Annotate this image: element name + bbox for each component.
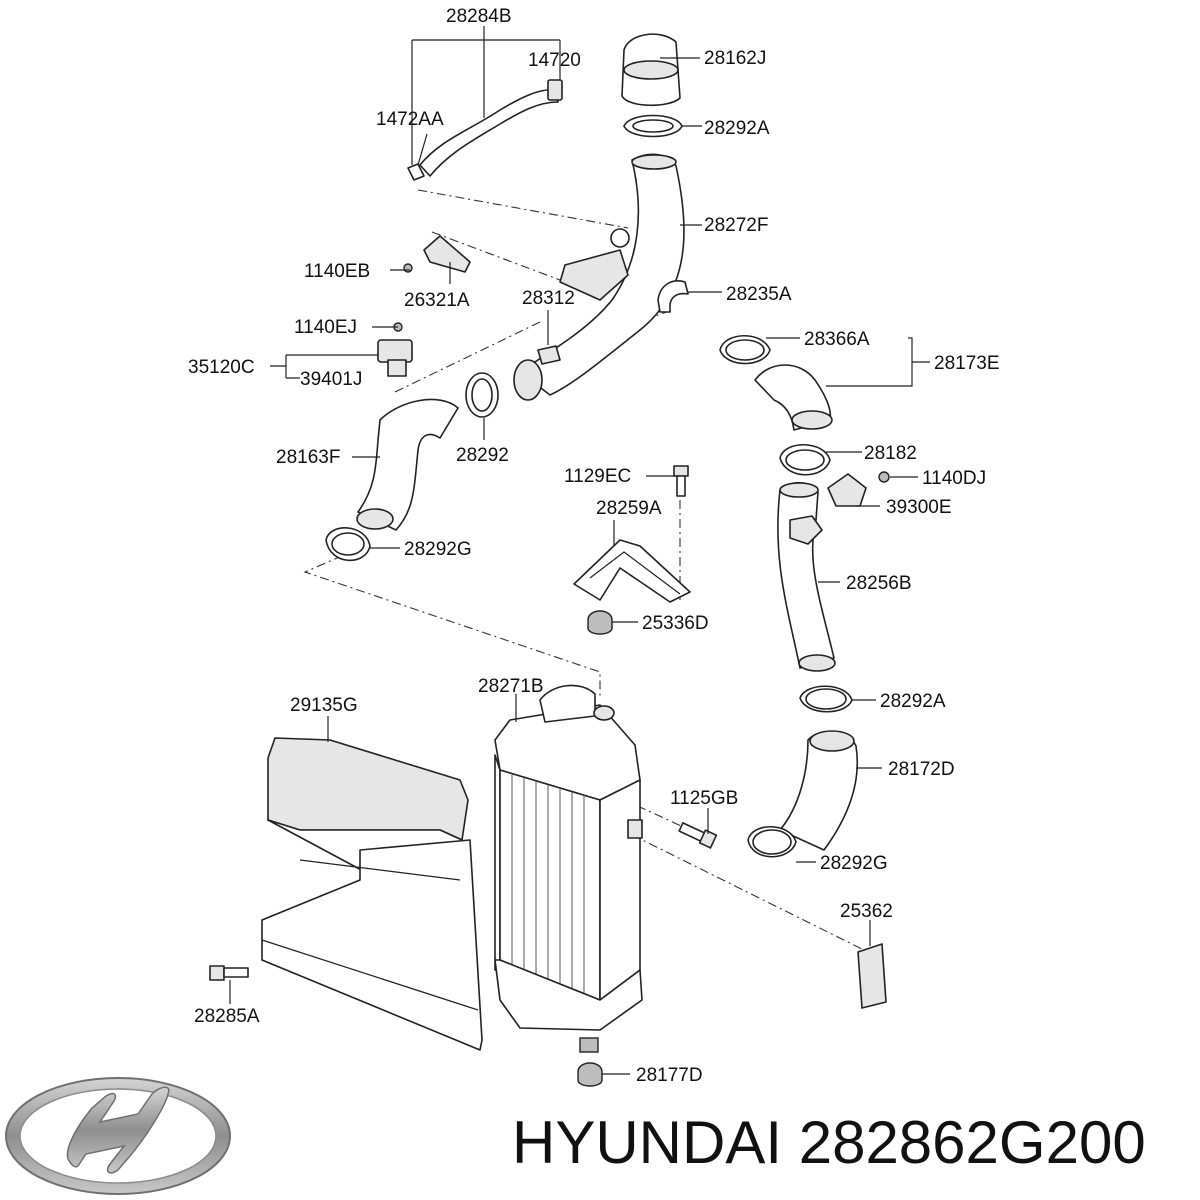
callout-28272F: 28272F (704, 215, 768, 236)
intercooler-fins (511, 774, 585, 995)
pipe-28256B (777, 481, 836, 672)
bolt-28285A (209, 965, 249, 981)
sensor-39300E (827, 471, 890, 507)
callout-28292: 28292 (456, 445, 509, 466)
callout-28235A: 28235A (726, 284, 792, 305)
pad-25362 (857, 943, 887, 1009)
callout-39401J: 39401J (300, 369, 362, 390)
callout-28162J: 28162J (704, 48, 766, 69)
callout-28163F: 28163F (276, 447, 340, 468)
callout-14720: 14720 (528, 50, 581, 71)
hose-28163F (325, 398, 459, 562)
callout-1140DJ: 1140DJ (922, 468, 986, 489)
callout-28292A-mid: 28292A (880, 691, 946, 712)
callout-28256B: 28256B (846, 573, 912, 594)
leader-lines (229, 26, 930, 1075)
callout-28292A-top: 28292A (704, 118, 770, 139)
hose-14720 (407, 79, 563, 181)
callout-28172D: 28172D (888, 759, 955, 780)
callout-1140EB: 1140EB (304, 261, 370, 282)
callout-28292G-right: 28292G (820, 853, 888, 874)
callout-28182: 28182 (864, 443, 917, 464)
callout-28271B: 28271B (478, 676, 544, 697)
bolt-1125GB (678, 822, 718, 849)
clamp-28182 (779, 444, 831, 476)
callout-29135G: 29135G (290, 695, 358, 716)
pipe-28272F (513, 153, 685, 401)
callout-28366A: 28366A (804, 329, 870, 350)
tube-28162J (621, 33, 683, 138)
callout-28259A: 28259A (596, 498, 662, 519)
air-guide-29135G (261, 737, 483, 1051)
callout-28173E: 28173E (934, 353, 1000, 374)
bracket-26321A (403, 235, 471, 273)
callout-28285A: 28285A (194, 1006, 260, 1027)
clamp-28292 (465, 372, 499, 418)
callout-labels: 28284B 14720 1472AA 28162J 28292A 28272F… (188, 6, 1000, 1086)
hyundai-logo-icon (5, 1077, 231, 1195)
bracket-28259A (573, 465, 691, 603)
intercooler-28271B (494, 684, 643, 1053)
hose-28172D (747, 685, 858, 858)
callout-1125GB: 1125GB (670, 788, 738, 809)
callout-28177D: 28177D (636, 1065, 703, 1086)
callout-28284B: 28284B (446, 6, 512, 27)
callout-26321A: 26321A (404, 290, 470, 311)
callout-1472AA: 1472AA (376, 109, 444, 130)
hose-group-28173E (719, 335, 833, 431)
caption-brand-part-number: HYUNDAI 282862G200 (512, 1109, 1146, 1176)
callout-28292G-left: 28292G (404, 539, 472, 560)
sensor-39401J (377, 322, 413, 377)
callout-39300E: 39300E (886, 497, 952, 518)
callout-25336D: 25336D (642, 613, 709, 634)
callout-28312: 28312 (522, 288, 575, 309)
callout-25362: 25362 (840, 901, 893, 922)
callout-35120C: 35120C (188, 357, 255, 378)
callout-1129EC: 1129EC (564, 466, 631, 487)
hose-28235A (657, 280, 689, 313)
mount-28177D (577, 1062, 603, 1087)
callout-1140EJ: 1140EJ (294, 317, 357, 338)
mount-25336D (587, 610, 613, 635)
